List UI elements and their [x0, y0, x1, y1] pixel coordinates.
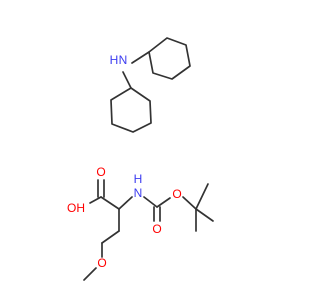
ether-oxygen-label: O — [97, 256, 106, 270]
ether-oxygen-to-methyl-bond — [83, 267, 97, 281]
upper-cyclohexane-ring — [148, 37, 191, 80]
dicyclohexylamine: N H — [110, 37, 191, 133]
tert-butyl-methyl-up-bond — [195, 183, 209, 210]
amine-to-lower-ring-bond — [122, 71, 132, 89]
diagram-background — [0, 0, 300, 300]
ester-oxygen-to-tert-butyl-bond — [182, 196, 197, 210]
carbamate-nitrogen-label: N — [134, 186, 143, 200]
carbamate-carbon-to-ester-oxygen-bond — [156, 197, 171, 208]
amine-hydrogen-label: H — [110, 53, 119, 67]
acid-carbon-to-alpha-carbon-bond — [100, 196, 120, 210]
side-chain-ch2-ch2-bond — [101, 230, 120, 244]
acid-hydroxyl-label: OH — [67, 201, 85, 215]
lower-cyclohexane-ring — [110, 87, 152, 133]
tert-butyl-methyl-right-bond — [195, 208, 214, 222]
carbamate-hydrogen-label: H — [134, 172, 143, 186]
alpha-carbon-to-carbamate-nitrogen-bond — [118, 196, 133, 210]
carbamate-nitrogen-to-carbonyl-bond — [143, 196, 158, 208]
amine-to-upper-ring-bond — [131, 51, 150, 64]
amine-nitrogen-label: N — [119, 53, 128, 67]
chemical-structure-diagram: N H O OH N H O O O — [0, 0, 300, 300]
acid-carbonyl-oxygen-label: O — [96, 165, 105, 179]
boc-methoxy-homoserine: O OH N H O O O — [67, 165, 214, 281]
ester-oxygen-label: O — [172, 187, 181, 201]
acid-carbon-to-oh-bond — [89, 196, 102, 204]
carbamate-carbonyl-oxygen-label: O — [152, 222, 161, 236]
